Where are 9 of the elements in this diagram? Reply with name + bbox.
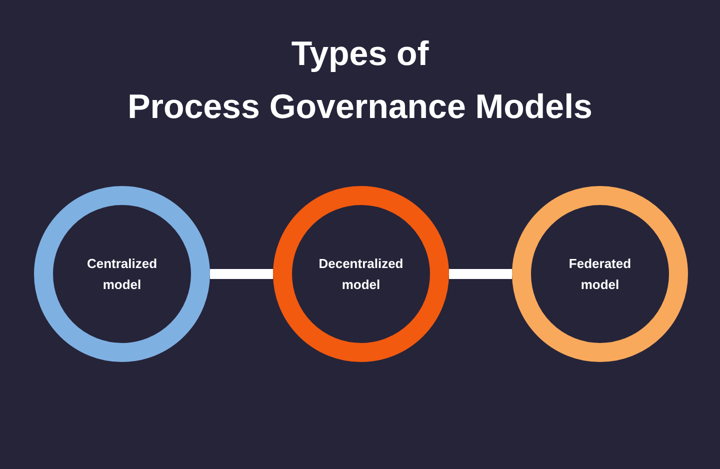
- node-label: Decentralized model: [318, 255, 404, 294]
- node-label: Federated model: [568, 255, 632, 294]
- title: Types of Process Governance Models: [128, 35, 592, 126]
- ring-circle: [273, 186, 449, 362]
- ring-circle: [512, 186, 688, 362]
- connector-bar: [210, 269, 273, 279]
- node-label: Centralized model: [86, 255, 158, 294]
- connector-bar: [449, 269, 512, 279]
- ring-circle: [34, 186, 210, 362]
